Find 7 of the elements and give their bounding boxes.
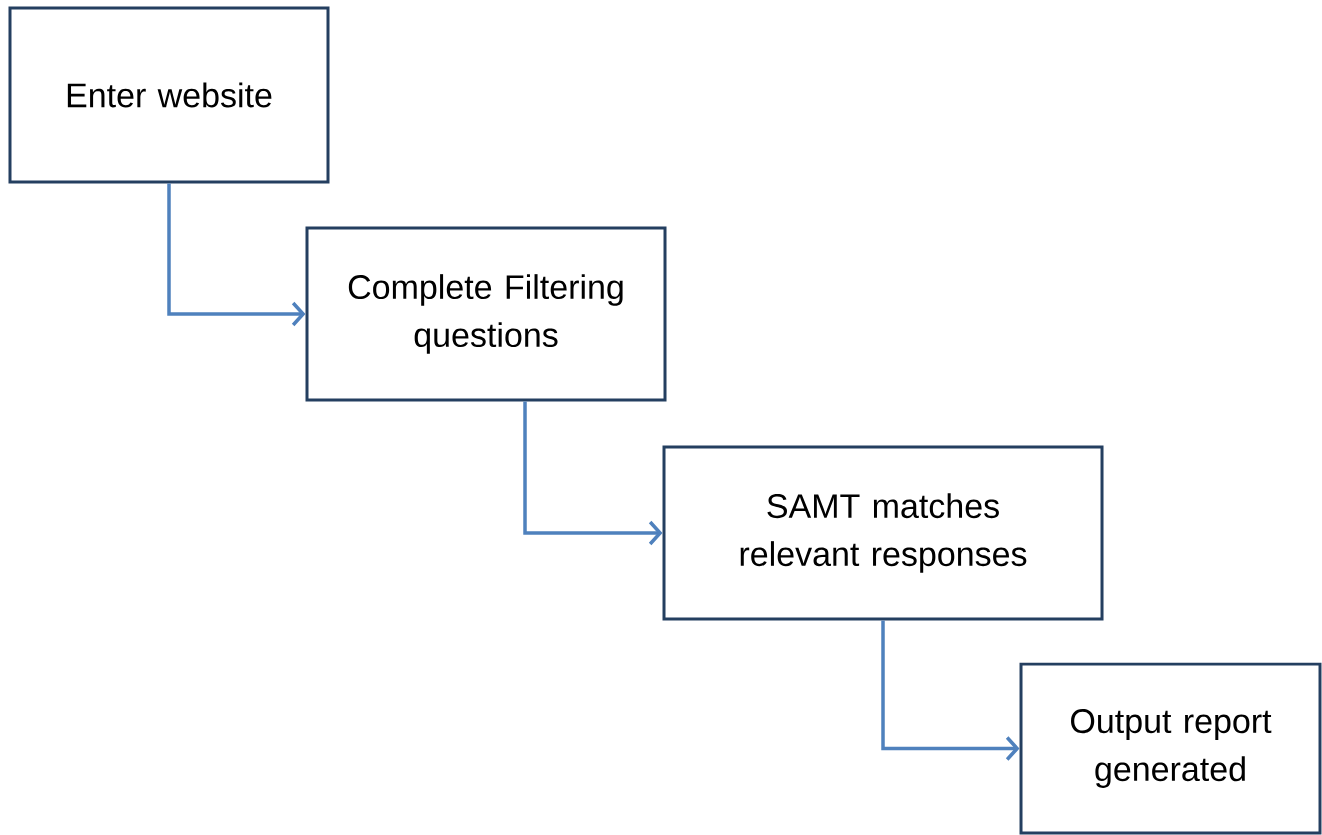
process-box: SAMT matches relevant responses bbox=[662, 445, 1104, 621]
arrow bbox=[881, 620, 1020, 761]
arrow bbox=[523, 401, 663, 546]
process-box: Output report generated bbox=[1019, 662, 1322, 835]
process-box: Complete Filtering questions bbox=[305, 226, 667, 402]
process-box: Enter website bbox=[8, 6, 330, 184]
arrow bbox=[167, 183, 306, 327]
